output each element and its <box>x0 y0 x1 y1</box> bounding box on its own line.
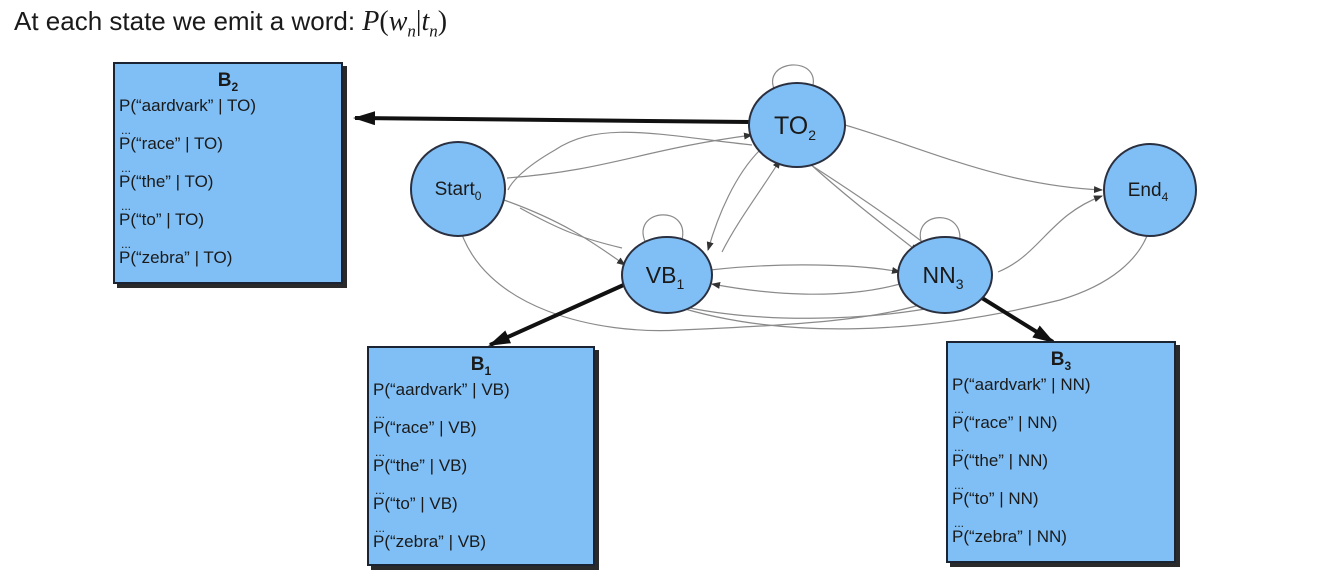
box-b2-row: ...P(“zebra” | TO) <box>119 237 233 267</box>
svg-text:NN3: NN3 <box>922 262 963 292</box>
box-b1-row: ...P(“to” | VB) <box>373 483 458 513</box>
emission-arrow-to-b2 <box>353 111 751 126</box>
edge-start-vb-arc <box>519 207 623 249</box>
emission-box-b1: B1 P(“aardvark” | VB) ...P(“race” | VB) … <box>367 346 595 566</box>
emission-box-b2: B2 P(“aardvark” | TO) ...P(“race” | TO) … <box>113 62 343 284</box>
formula-w-sub: n <box>407 21 416 41</box>
box-b3-row: ...P(“zebra” | NN) <box>952 516 1067 546</box>
node-nn-label: NN <box>922 262 955 288</box>
box-b3-row: ...P(“race” | NN) <box>952 402 1058 432</box>
slide-heading: At each state we emit a word: P(wn|tn) <box>14 6 447 42</box>
formula-p: P <box>362 6 380 37</box>
node-end-sub: 4 <box>1162 190 1169 204</box>
node-to: TO2 <box>748 82 846 168</box>
box-b1-title: B1 <box>470 354 492 378</box>
svg-text:Start0: Start0 <box>435 179 482 203</box>
svg-text:End4: End4 <box>1128 180 1169 204</box>
box-b2-title: B2 <box>217 70 239 94</box>
formula-w: w <box>388 6 408 37</box>
box-b3-title: B3 <box>1050 349 1072 373</box>
node-start-label: Start <box>435 179 476 200</box>
node-end-label: End <box>1128 180 1162 201</box>
node-vb: VB1 <box>621 236 713 314</box>
edge-vb-nn <box>709 264 901 274</box>
edge-to-end <box>844 124 1103 194</box>
edge-start-vb <box>503 199 626 266</box>
node-start: Start0 <box>410 141 506 237</box>
formula-sep: | <box>415 6 422 37</box>
node-vb-label: VB <box>646 262 677 288</box>
box-b1-row: ...P(“zebra” | VB) <box>373 521 487 551</box>
box-b2-row: P(“aardvark” | TO) <box>119 96 256 115</box>
edge-vb-end <box>671 227 1151 330</box>
edge-to-nn <box>807 161 919 253</box>
emission-arrow-vb-b1 <box>488 281 629 347</box>
loop-to <box>772 64 817 97</box>
loop-nn <box>919 217 964 253</box>
edge-vb-nn-lower <box>689 304 943 319</box>
node-to-label: TO <box>774 112 808 140</box>
heading-text: At each state we emit a word: <box>14 6 356 36</box>
box-b3-row: ...P(“the” | NN) <box>952 440 1049 470</box>
formula-t-sub: n <box>429 21 438 41</box>
box-b3-row: P(“aardvark” | NN) <box>952 375 1091 394</box>
edge-to-start-arc <box>507 131 753 191</box>
edge-nn-vb <box>711 282 901 295</box>
svg-text:VB1: VB1 <box>646 262 685 292</box>
node-end: End4 <box>1103 143 1197 237</box>
box-b1-row: ...P(“race” | VB) <box>373 407 477 437</box>
box-b2-row: ...P(“the” | TO) <box>119 161 214 191</box>
emission-box-b3: B3 P(“aardvark” | NN) ...P(“race” | NN) … <box>946 341 1176 563</box>
edge-nn-end <box>997 195 1103 273</box>
edge-to-vb <box>706 149 761 251</box>
loop-vb <box>642 214 687 251</box>
node-nn-sub: 3 <box>956 276 964 292</box>
box-b1-row: P(“aardvark” | VB) <box>373 380 510 399</box>
box-b3-row: ...P(“to” | NN) <box>952 478 1039 508</box>
box-b1-row: ...P(“the” | VB) <box>373 445 468 475</box>
svg-text:TO2: TO2 <box>774 112 816 143</box>
node-vb-sub: 1 <box>676 276 684 292</box>
emission-arrow-nn-b3 <box>980 296 1055 344</box>
formula-t: t <box>421 6 430 37</box>
node-start-sub: 0 <box>475 189 482 203</box>
heading-formula: P(wn|tn) <box>362 6 448 41</box>
box-b2-row: ...P(“to” | TO) <box>119 199 205 229</box>
node-nn: NN3 <box>897 236 993 314</box>
edge-nn-to <box>799 157 931 249</box>
edge-vb-to <box>721 159 781 253</box>
box-b2-row: ...P(“race” | TO) <box>119 123 223 153</box>
node-to-sub: 2 <box>808 127 816 143</box>
